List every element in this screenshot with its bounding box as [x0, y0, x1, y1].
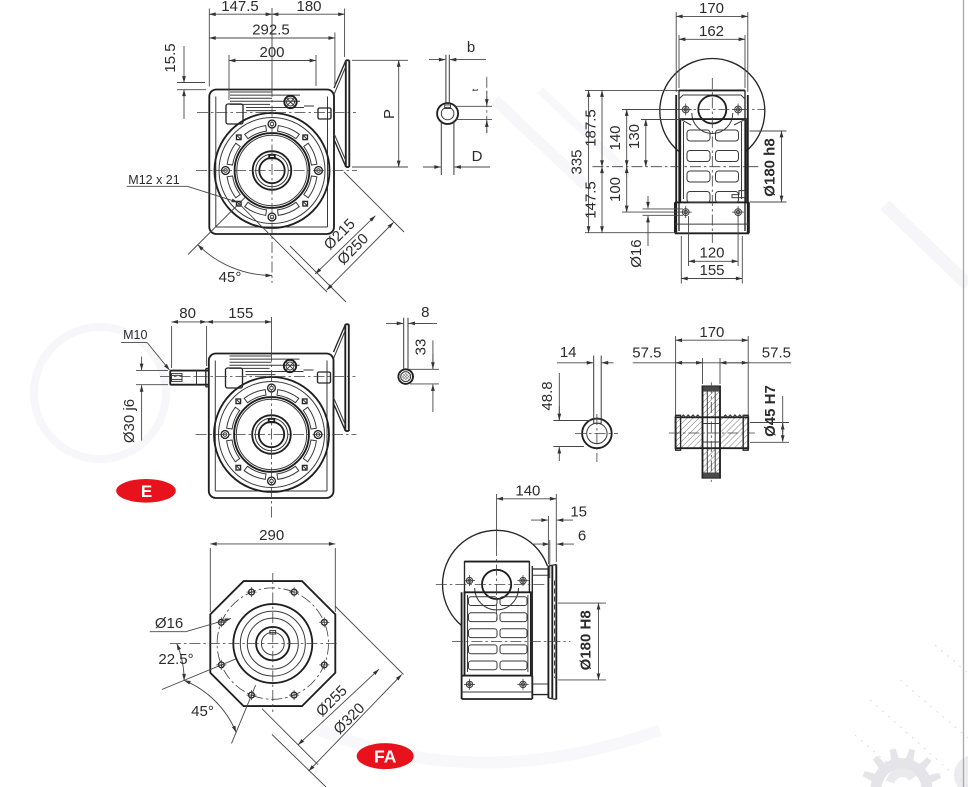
svg-text:Ø180 h8: Ø180 h8 — [762, 138, 779, 196]
svg-text:100: 100 — [607, 177, 624, 202]
svg-text:80: 80 — [179, 305, 196, 322]
svg-text:FA: FA — [374, 746, 397, 766]
svg-text:b: b — [467, 39, 475, 56]
svg-text:6: 6 — [578, 528, 586, 545]
svg-text:292.5: 292.5 — [252, 22, 290, 39]
svg-text:Ø30 j6: Ø30 j6 — [121, 399, 138, 443]
svg-text:15: 15 — [570, 504, 587, 521]
svg-text:45°: 45° — [219, 269, 242, 286]
svg-text:D: D — [472, 148, 483, 165]
svg-text:33: 33 — [413, 339, 430, 356]
svg-text:P: P — [381, 109, 398, 119]
svg-text:120: 120 — [699, 245, 724, 262]
svg-text:155: 155 — [699, 262, 724, 279]
svg-text:170: 170 — [699, 324, 724, 341]
svg-text:170: 170 — [699, 0, 724, 17]
svg-text:t: t — [470, 88, 480, 91]
svg-text:140: 140 — [607, 125, 624, 150]
svg-text:Ø180 H8: Ø180 H8 — [578, 610, 595, 670]
svg-text:M12 x 21: M12 x 21 — [128, 173, 179, 187]
svg-text:187.5: 187.5 — [583, 109, 600, 147]
svg-text:14: 14 — [560, 344, 577, 361]
svg-text:57.5: 57.5 — [762, 345, 791, 362]
svg-text:140: 140 — [515, 483, 540, 500]
svg-text:57.5: 57.5 — [632, 345, 661, 362]
svg-text:M10: M10 — [123, 328, 147, 342]
svg-text:Ø45 H7: Ø45 H7 — [762, 385, 779, 437]
svg-text:45°: 45° — [191, 703, 214, 720]
svg-text:15.5: 15.5 — [162, 43, 179, 72]
svg-text:180: 180 — [296, 0, 321, 15]
svg-text:162: 162 — [699, 23, 724, 40]
svg-text:E: E — [141, 482, 152, 501]
svg-text:200: 200 — [259, 44, 284, 61]
svg-text:Ø16: Ø16 — [155, 615, 183, 632]
svg-text:147.5: 147.5 — [221, 0, 259, 15]
svg-text:48.8: 48.8 — [539, 381, 556, 410]
svg-text:22.5°: 22.5° — [158, 651, 193, 668]
svg-text:Ø16: Ø16 — [628, 239, 645, 267]
svg-text:155: 155 — [228, 305, 253, 322]
svg-text:335: 335 — [569, 149, 586, 174]
svg-text:130: 130 — [626, 124, 643, 149]
svg-text:147.5: 147.5 — [583, 181, 600, 219]
svg-text:290: 290 — [259, 527, 284, 544]
svg-text:8: 8 — [421, 304, 429, 321]
